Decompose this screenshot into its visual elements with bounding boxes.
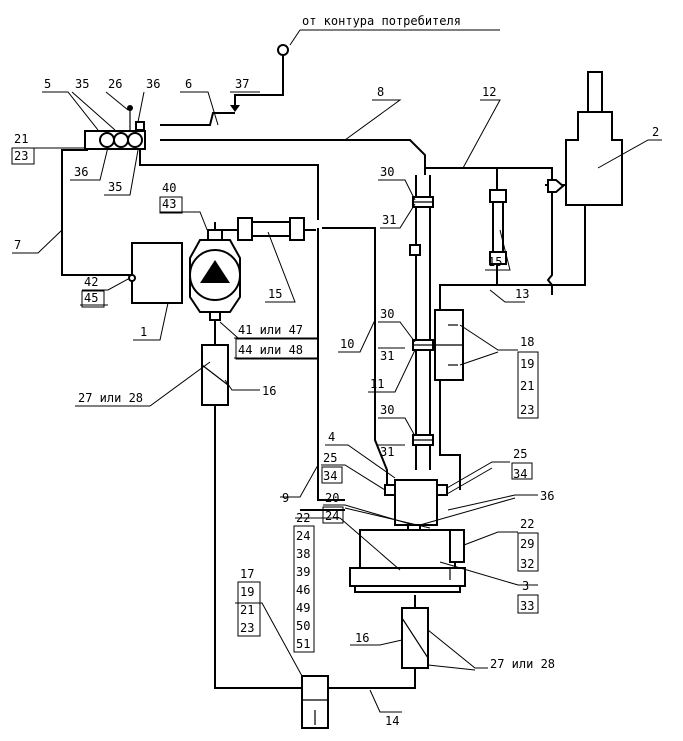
label-50: 50 [296, 619, 310, 633]
label-30c: 30 [380, 403, 394, 417]
label-44: 44 или 48 [238, 343, 303, 357]
label-36a: 36 [146, 77, 160, 91]
label-6: 6 [185, 77, 192, 91]
label-30a: 30 [380, 165, 394, 179]
component-2-tank [547, 71, 623, 206]
component-15a-separator [237, 217, 305, 241]
label-46: 46 [296, 583, 310, 597]
label-34a: 34 [323, 469, 337, 483]
label-42: 42 [84, 275, 98, 289]
label-24b: 24 [296, 529, 310, 543]
label-43: 43 [162, 197, 176, 211]
label-8: 8 [377, 85, 384, 99]
label-37: 37 [235, 77, 249, 91]
labels: от контура потребителя 5 35 26 36 6 37 8… [14, 14, 659, 728]
component-16-filters [201, 344, 429, 669]
consumer-label: от контура потребителя [302, 14, 461, 28]
label-22b: 22 [520, 517, 534, 531]
label-25a: 25 [323, 451, 337, 465]
label-14: 14 [385, 714, 399, 728]
label-45: 45 [84, 291, 98, 305]
label-13: 13 [515, 287, 529, 301]
label-39: 39 [296, 565, 310, 579]
label-16a: 16 [262, 384, 276, 398]
label-49: 49 [296, 601, 310, 615]
label-19b: 19 [240, 585, 254, 599]
label-15a: 15 [268, 287, 282, 301]
label-31a: 31 [382, 213, 396, 227]
label-11: 11 [370, 377, 384, 391]
label-32: 32 [520, 557, 534, 571]
label-33: 33 [520, 599, 534, 613]
label-35b: 35 [108, 180, 122, 194]
label-5: 5 [44, 77, 51, 91]
label-10: 10 [340, 337, 354, 351]
label-25b: 25 [513, 447, 527, 461]
component-18-filters [434, 309, 464, 381]
label-12: 12 [482, 85, 496, 99]
label-51: 51 [296, 637, 310, 651]
label-36b: 36 [74, 165, 88, 179]
label-9: 9 [282, 491, 289, 505]
label-1: 1 [140, 325, 147, 339]
label-21b: 21 [520, 379, 534, 393]
component-pump [189, 229, 241, 321]
label-31b: 31 [380, 349, 394, 363]
label-24a: 24 [325, 509, 339, 523]
label-18: 18 [520, 335, 534, 349]
label-21c: 21 [240, 603, 254, 617]
pipelines [61, 55, 586, 689]
label-4: 4 [328, 430, 335, 444]
label-40: 40 [162, 181, 176, 195]
label-7: 7 [14, 238, 21, 252]
label-27-28b: 27 или 28 [490, 657, 555, 671]
label-35a: 35 [75, 77, 89, 91]
label-34b: 34 [513, 467, 527, 481]
label-29: 29 [520, 537, 534, 551]
label-16b: 16 [355, 631, 369, 645]
label-38: 38 [296, 547, 310, 561]
component-15b-column [489, 189, 507, 265]
sensors-30-31 [409, 196, 434, 446]
component-4-block [384, 479, 448, 534]
label-22a: 22 [296, 511, 310, 525]
leader-lines [12, 29, 662, 713]
label-26: 26 [108, 77, 122, 91]
label-21a: 21 [14, 132, 28, 146]
label-15b: 15 [488, 255, 502, 269]
component-1-motor [128, 242, 183, 304]
label-41: 41 или 47 [238, 323, 303, 337]
label-3: 3 [522, 579, 529, 593]
label-2: 2 [652, 125, 659, 139]
label-23a: 23 [14, 149, 28, 163]
label-23b: 23 [520, 403, 534, 417]
component-17-trap [301, 675, 329, 729]
label-frames [11, 29, 539, 653]
label-19a: 19 [520, 357, 534, 371]
component-5-manifold [84, 105, 146, 150]
label-36c: 36 [540, 489, 554, 503]
label-27-28a: 27 или 28 [78, 391, 143, 405]
label-31c: 31 [380, 445, 394, 459]
label-30b: 30 [380, 307, 394, 321]
label-23c: 23 [240, 621, 254, 635]
consumer-connector [230, 44, 289, 112]
component-3-vessel [349, 529, 466, 593]
label-17: 17 [240, 567, 254, 581]
label-20: 20 [325, 491, 339, 505]
